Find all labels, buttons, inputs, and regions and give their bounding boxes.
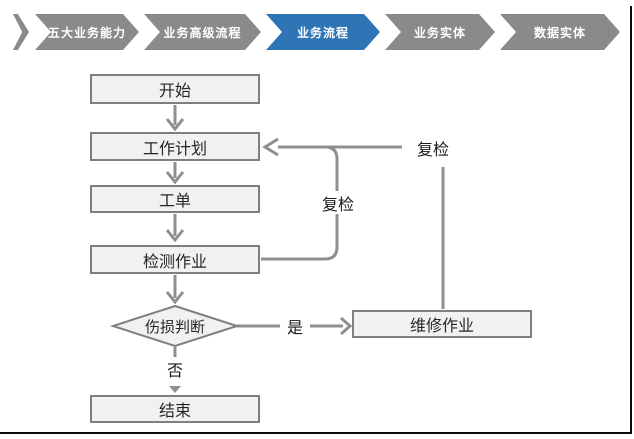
node-label: 检测作业 (142, 253, 207, 271)
breadcrumb-label: 数据实体 (533, 25, 586, 40)
node-label: 结束 (158, 403, 191, 420)
breadcrumb-item-data-entity[interactable]: 数据实体 (500, 14, 620, 50)
node-label: 维修作业 (409, 318, 474, 335)
breadcrumb-item-business-process-active[interactable]: 业务流程 (266, 14, 380, 50)
node-label: 开始 (158, 83, 191, 100)
breadcrumb-label: 业务高级流程 (163, 25, 242, 40)
breadcrumb: 五大业务能力 业务高级流程 业务流程 业务实体 数据实体 (13, 14, 625, 50)
node-damage-decision: 伤损判断 (113, 315, 237, 337)
breadcrumb-label: 业务实体 (413, 25, 466, 40)
node-work-plan: 工作计划 (90, 132, 260, 161)
edge-label-yes: 是 (280, 314, 310, 338)
edge-label-recheck-right: 复检 (409, 136, 457, 159)
node-end: 结束 (90, 395, 260, 423)
page-bottom-border (0, 432, 632, 434)
node-repair-job: 维修作业 (352, 310, 532, 338)
breadcrumb-item-business-entity[interactable]: 业务实体 (385, 14, 495, 50)
node-label: 工单 (158, 193, 191, 210)
breadcrumb-item-five-capabilities[interactable]: 五大业务能力 (35, 14, 139, 50)
node-inspection-job: 检测作业 (90, 245, 260, 274)
page-right-border (630, 6, 632, 434)
node-start: 开始 (90, 74, 260, 104)
node-label: 伤损判断 (144, 318, 205, 336)
node-label: 工作计划 (142, 140, 207, 158)
breadcrumb-item-advanced-process[interactable]: 业务高级流程 (144, 14, 261, 50)
breadcrumb-label: 业务流程 (296, 25, 349, 40)
edge-label-no: 否 (161, 357, 189, 381)
edge-label-recheck-mid: 复检 (314, 191, 362, 214)
breadcrumb-label: 五大业务能力 (47, 25, 126, 40)
node-work-order: 工单 (90, 185, 260, 213)
